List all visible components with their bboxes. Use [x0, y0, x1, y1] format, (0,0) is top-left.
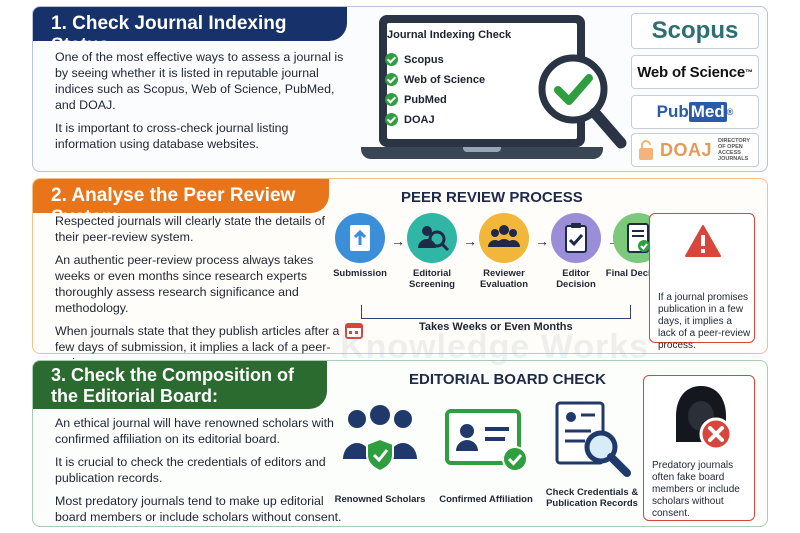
scholars-shield-icon [343, 405, 417, 473]
upload-document-icon [335, 213, 385, 263]
card-label: Confirmed Affiliation [439, 494, 533, 505]
pubmed-logo-text-b: Med [688, 102, 727, 122]
step-submission: Submission [327, 213, 393, 279]
step-label: Editor Decision [556, 268, 596, 290]
peer-review-warning: If a journal promises publication in a f… [649, 213, 755, 351]
indexing-check-item: Scopus [385, 53, 444, 66]
section-3-paragraph-3: Most predatory journals tend to make up … [55, 494, 342, 524]
step-reviewer-evaluation: Reviewer Evaluation [471, 213, 537, 290]
clipboard-check-icon [551, 213, 601, 263]
indexing-check-title: Journal Indexing Check [387, 29, 512, 41]
screening-magnifier-icon [407, 213, 457, 263]
timeline-bracket [361, 305, 631, 319]
section-3-paragraph-1: An ethical journal will have renowned sc… [55, 416, 334, 446]
step-editorial-screening: Editorial Screening [399, 213, 465, 290]
check-icon [385, 73, 398, 86]
calendar-icon [345, 323, 363, 339]
doaj-logo: DOAJ DIRECTORY OF OPEN ACCESS JOURNALS [631, 133, 759, 167]
indexing-check-item-label: DOAJ [404, 113, 435, 126]
laptop-base [361, 147, 603, 159]
card-renowned-scholars: Renowned Scholars [331, 397, 429, 513]
step-label: Editorial Screening [409, 268, 455, 290]
section-3-title: 3. Check the Composition of the Editoria… [33, 361, 327, 409]
registered-mark: ® [726, 107, 734, 117]
editorial-board-warning-text: Predatory journals often fake board memb… [652, 460, 740, 519]
section-1-paragraph-2: It is important to cross-check journal l… [55, 121, 289, 151]
check-icon [385, 53, 398, 66]
scopus-logo: Scopus [631, 13, 759, 49]
section-2-paragraph-2: An authentic peer-review process always … [55, 253, 314, 315]
section-1-paragraph-1: One of the most effective ways to assess… [55, 50, 344, 112]
magnifier-check-icon [538, 54, 627, 149]
indexing-check-item: Web of Science [385, 73, 485, 86]
hooded-figure-x-icon [676, 386, 733, 451]
indexing-check-item-label: Scopus [404, 53, 444, 66]
section-1-text: One of the most effective ways to assess… [55, 49, 345, 159]
peer-review-panel: 2. Analyse the Peer Review System: Respe… [32, 178, 768, 370]
arrow-right-icon: → [535, 233, 549, 249]
arrow-right-icon: → [463, 233, 477, 249]
check-icon [385, 113, 398, 126]
indexing-check-item: DOAJ [385, 113, 435, 126]
step-label: Submission [333, 268, 387, 279]
warning-triangle-icon [685, 225, 721, 257]
indexing-check-item-label: PubMed [404, 93, 447, 106]
step-label: Reviewer Evaluation [479, 268, 529, 290]
section-2-paragraph-1: Respected journals will clearly state th… [55, 214, 325, 244]
section-2-text: Respected journals will clearly state th… [55, 213, 345, 378]
section-3-paragraph-2: It is crucial to check the credentials o… [55, 455, 326, 485]
editorial-board-panel: 3. Check the Composition of the Editoria… [32, 360, 768, 527]
indexing-panel: 1. Check Journal Indexing Status: One of… [32, 6, 768, 172]
doaj-open-lock-icon [639, 140, 653, 160]
reviewers-group-icon [479, 213, 529, 263]
id-card-check-icon [445, 409, 528, 472]
web-of-science-logo-text: Web of Science [637, 63, 745, 81]
arrow-right-icon: → [391, 233, 405, 249]
laptop-illustration: Journal Indexing Check Scopus Web of Sci… [361, 15, 627, 173]
section-2-title: 2. Analyse the Peer Review System: [33, 179, 329, 228]
timeline-label: Takes Weeks or Even Months [419, 321, 573, 333]
step-label: Final Decision [605, 268, 671, 279]
indexing-check-item: PubMed [385, 93, 447, 106]
editorial-board-title: EDITORIAL BOARD CHECK [409, 371, 606, 388]
step-editor-decision: Editor Decision [543, 213, 609, 290]
doaj-logo-text: DOAJ [660, 139, 713, 160]
card-label: Renowned Scholars [334, 494, 426, 505]
card-check-credentials: Check Credentials & Publication Records [543, 397, 641, 513]
doaj-logo-subtext: DIRECTORY OF OPEN ACCESS JOURNALS [718, 138, 751, 162]
check-icon [385, 93, 398, 106]
peer-review-warning-text: If a journal promises publication in a f… [658, 292, 751, 351]
document-magnifier-icon [555, 401, 631, 477]
section-1-title: 1. Check Journal Indexing Status: [33, 7, 347, 56]
peer-review-title: PEER REVIEW PROCESS [401, 189, 583, 206]
section-3-text: An ethical journal will have renowned sc… [55, 415, 349, 532]
pubmed-logo-text-a: Pub [656, 102, 689, 121]
editorial-board-warning: Predatory journals often fake board memb… [643, 375, 755, 521]
trademark-mark: ™ [744, 67, 753, 77]
section-2-paragraph-3: When journals state that they publish ar… [55, 324, 340, 370]
card-label: Check Credentials & Publication Records [545, 487, 639, 509]
card-confirmed-affiliation: Confirmed Affiliation [437, 397, 535, 513]
indexing-check-item-label: Web of Science [404, 73, 486, 86]
